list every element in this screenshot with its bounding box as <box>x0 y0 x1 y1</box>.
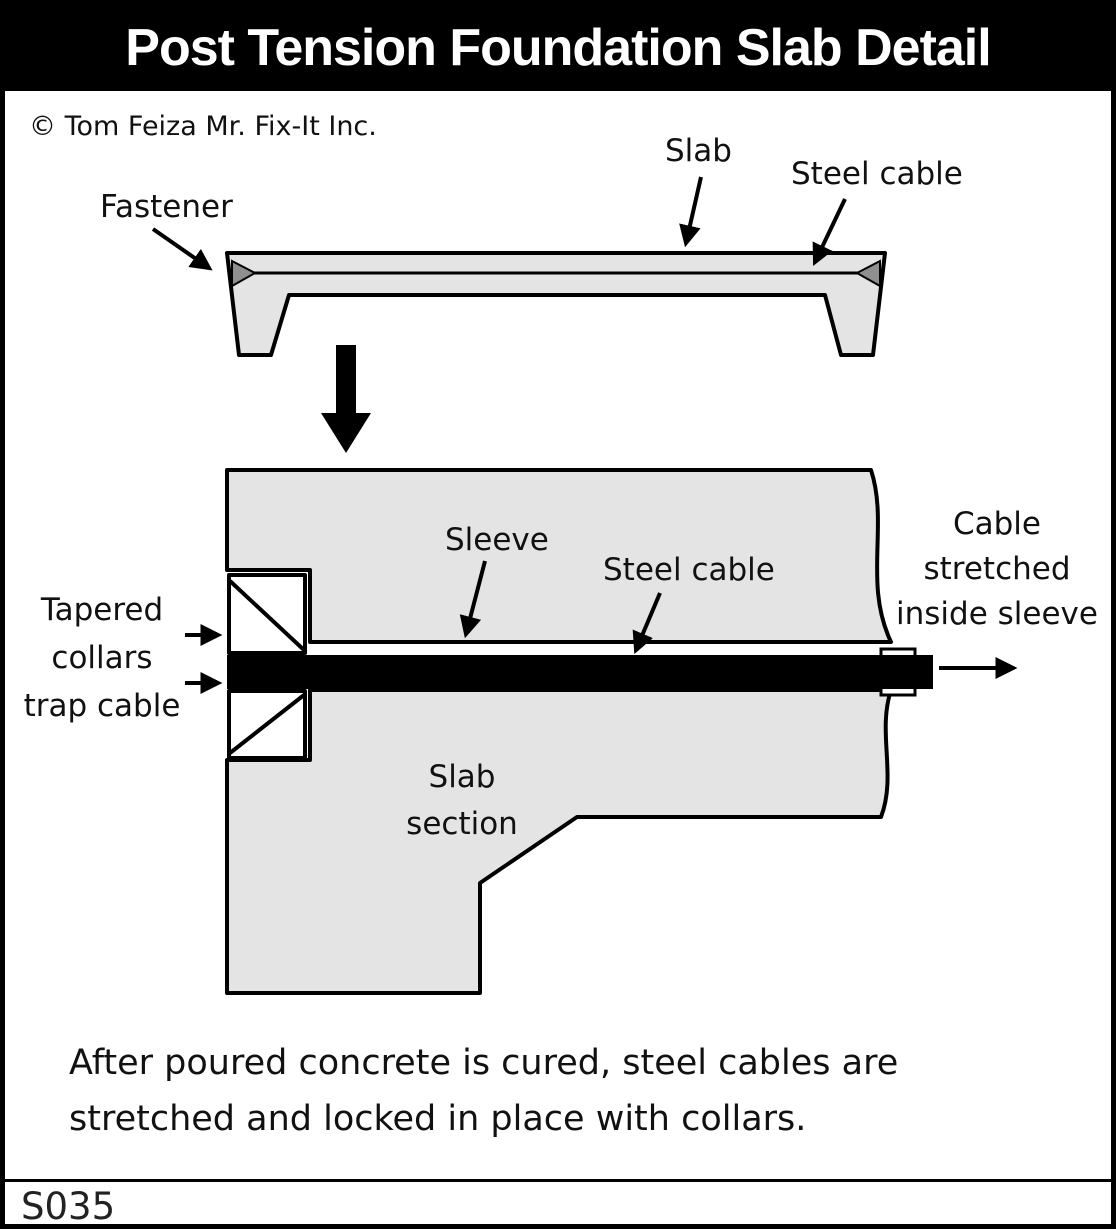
label-slab: Slab <box>665 133 732 169</box>
footer-divider <box>5 1179 1111 1182</box>
label-sleeve: Sleeve <box>445 522 549 558</box>
steel-cable-bottom-arrow-icon <box>632 592 662 655</box>
left-fastener-anchor-icon <box>231 259 258 288</box>
slab-cross-section-shape <box>225 251 887 357</box>
steel-cable-bar <box>227 655 933 689</box>
page-title: Post Tension Foundation Slab Detail <box>125 19 991 77</box>
label-steel-cable-bottom: Steel cable <box>603 552 775 588</box>
lower-collar-taper-line <box>228 693 306 755</box>
caption-text: After poured concrete is cured, steel ca… <box>69 1043 899 1139</box>
label-cable-stretched: Cable stretched inside sleeve <box>896 506 1098 632</box>
slab-section-lower-shape <box>225 688 893 995</box>
title-bar: Post Tension Foundation Slab Detail <box>5 5 1111 91</box>
label-steel-cable-top: Steel cable <box>791 156 963 192</box>
steel-cable-top-arrow-icon <box>812 198 847 266</box>
illustration-code: S035 <box>21 1185 116 1228</box>
label-fastener: Fastener <box>100 189 233 225</box>
slab-arrow-icon <box>679 176 703 248</box>
label-tapered-collars: Tapered collars trap cable <box>23 592 181 725</box>
label-slab-section: Slab section <box>406 759 518 842</box>
right-fastener-anchor-icon <box>854 259 881 288</box>
sleeve-arrow-icon <box>459 560 487 639</box>
diagram-canvas <box>151 176 1018 995</box>
copyright-text: © Tom Feiza Mr. Fix-It Inc. <box>29 111 377 142</box>
down-arrow-icon <box>321 345 371 453</box>
slab-section-upper-shape <box>225 468 893 644</box>
upper-collar-taper-line <box>228 579 306 652</box>
fastener-arrow-icon <box>151 227 213 271</box>
